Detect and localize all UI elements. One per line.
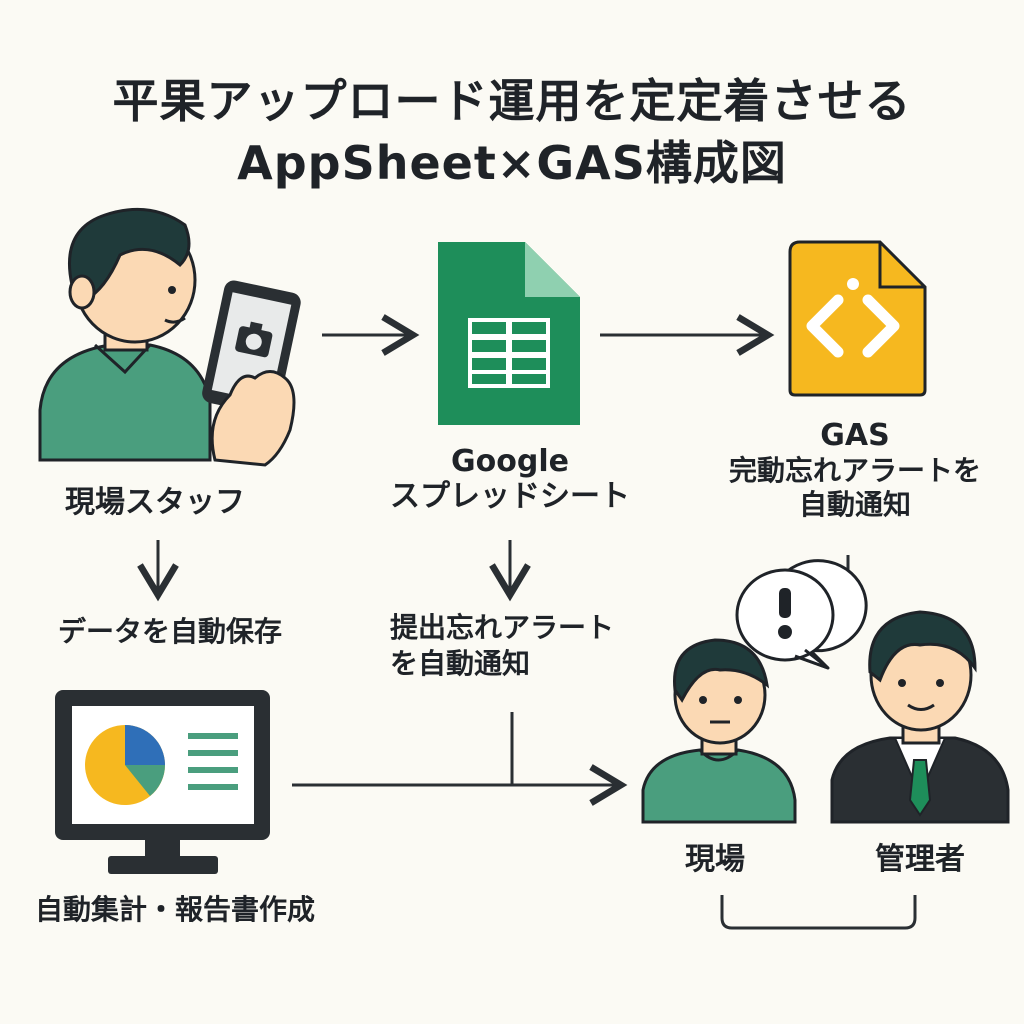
- person-with-phone-icon: [38, 207, 301, 467]
- gas-code-icon: [788, 240, 927, 397]
- alert-step-line-1: 提出忘れアラート: [390, 611, 615, 644]
- gas-label-line-1: GAS: [820, 418, 890, 453]
- sheets-label-line-1: Google: [451, 444, 569, 479]
- sheets-label: Google スプレッドシート: [355, 444, 665, 514]
- manager-label: 管理者: [875, 842, 965, 877]
- gas-label: GAS 完動忘れアラートを 自動通知: [700, 418, 1010, 521]
- title-line-2: AppSheet×GAS構成図: [237, 136, 787, 190]
- staff-label: 現場スタッフ: [65, 485, 245, 520]
- monitor-chart-icon: [55, 690, 270, 874]
- title-line-1: 平果アップロード運用を定定着させる: [112, 74, 912, 128]
- gas-label-line-2: 完動忘れアラートを: [728, 454, 981, 487]
- alert-step-label: 提出忘れアラート を自動通知: [390, 610, 650, 683]
- report-label: 自動集計・報告書作成: [34, 893, 315, 926]
- exclamation-bubble-icon: [735, 559, 868, 670]
- group-bracket: [720, 895, 917, 930]
- manager-icon: [830, 610, 1010, 824]
- field-label: 現場: [685, 842, 745, 877]
- gas-label-line-3: 自動通知: [798, 487, 911, 521]
- sheets-label-line-2: スプレッドシート: [390, 478, 630, 514]
- save-step-label: データを自動保存: [57, 615, 282, 648]
- worker-icon: [641, 638, 797, 824]
- alert-step-line-2: を自動通知: [390, 647, 531, 681]
- spreadsheet-icon: [438, 242, 580, 425]
